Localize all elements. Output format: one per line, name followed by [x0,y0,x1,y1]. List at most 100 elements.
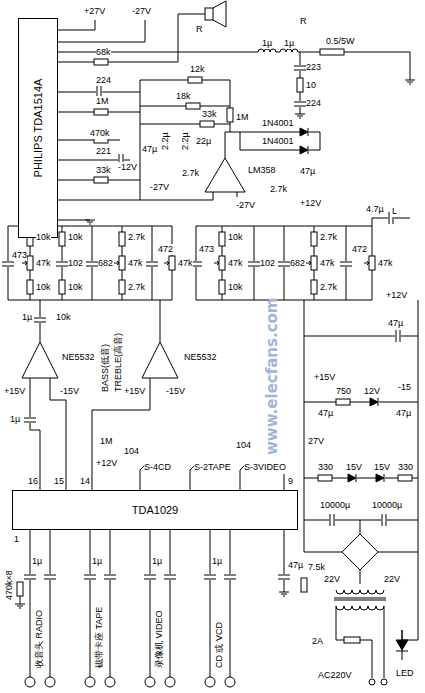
component-label: 47µ [142,144,157,155]
component-label: 1µ [212,556,222,567]
component-label: 104 [124,446,139,457]
component-label: 27V [308,436,324,447]
component-label: -15V [60,386,79,397]
component-label: 12k [190,64,205,75]
component-label: 330 [318,462,333,473]
component-label: 473 [199,244,214,255]
ic-box: TDA1029 [12,490,298,530]
component-label: -15 [398,382,411,393]
component-label: 16 [28,476,38,487]
output-stage-wires [58,1,415,226]
component-label: 15V [346,462,362,473]
component-label: 1µ [22,312,32,323]
component-label: 2.7k [270,184,287,195]
component-label: 10k [36,282,51,293]
component-label: 22V [384,574,400,585]
component-label: NE5532 [62,352,95,363]
component-label: 1µ [10,414,20,425]
component-label: 47µ [300,166,315,177]
component-label: 2.7k [320,232,337,243]
component-label: 473 [12,250,27,261]
component-label: 47µ [388,318,403,329]
component-label: AC220V [318,670,352,681]
component-label: 221 [96,146,111,157]
component-label: +12V [386,290,407,301]
component-label: 224 [96,75,111,86]
component-label: NE5532 [184,352,217,363]
component-label: +12V [96,458,117,469]
ic-box: PHILIPS TDA1514A [18,18,58,238]
component-label: 录像机 VIDEO [154,610,165,668]
component-label: 18k [176,91,191,102]
component-label: 22V [324,574,340,585]
component-label: 102 [68,258,83,269]
component-label: 2.7k [320,282,337,293]
component-label: 22µ [196,136,211,147]
component-label: 2.7k [128,282,145,293]
component-label: 1µ [284,38,294,49]
component-label: -12V [118,162,137,173]
component-label: 14 [80,476,90,487]
component-label: L [392,206,397,217]
component-label: 磁带卡座 TAPE [94,607,105,668]
component-label: 47µ [318,408,333,419]
component-label: 0.5/5W [326,36,355,47]
component-label: 682 [290,258,305,269]
component-label: 47µ [288,560,303,571]
component-label: 1N4001 [262,136,294,147]
component-label: LM358 [248,165,276,176]
component-label: 223 [306,62,321,73]
component-label: 470k [90,128,110,139]
power-supply [301,300,418,685]
ic-label: TDA1029 [132,504,178,517]
component-label: 47k [378,258,393,269]
component-label: -27V [150,182,169,193]
component-label: 9 [288,476,293,487]
component-label: 33k [202,109,217,120]
component-label: +27V [84,6,105,17]
component-label: 10000µ [320,500,350,511]
component-label: 12V [364,386,380,397]
component-label: CD 或 VCD [214,622,225,668]
component-label: 33k [96,165,111,176]
component-label: 1M [100,436,113,447]
component-label: 收音头 RADIO [34,610,45,668]
component-label: 68k [96,47,111,58]
component-label: 472 [158,244,173,255]
component-label: 47k [36,258,51,269]
component-label: R [196,24,203,35]
watermark: www.elecfans.com [264,298,281,455]
component-label: 10 [306,80,316,91]
component-label: 7.5k [308,562,325,573]
component-label: +15V [314,372,335,383]
component-label: 470k×8 [4,570,15,600]
component-label: 104 [236,440,251,451]
component-label: 47k [128,258,143,269]
component-label: -27V [132,6,151,17]
component-label: 2.2µ [180,132,191,150]
component-label: 750 [336,386,351,397]
component-label: 10k [68,232,83,243]
component-label: 1µ [32,556,42,567]
component-label: 47µ [396,408,411,419]
component-label: -27V [236,200,255,211]
component-label: 1µ [92,556,102,567]
component-label: 10000µ [372,500,402,511]
component-label: 15V [374,462,390,473]
component-label: 1µ [262,38,272,49]
component-label: +15V [124,386,145,397]
component-label: +15V [4,386,25,397]
ic-label: PHILIPS TDA1514A [32,79,45,178]
component-label: 1M [96,96,109,107]
component-label: 1M [236,112,249,123]
component-label: 2.2µ [160,132,171,150]
component-label: 47k [320,258,335,269]
component-label: 15 [54,476,64,487]
component-label: 1 [14,534,19,545]
component-label: 1N4001 [262,118,294,129]
component-label: S-3VIDEO [244,462,286,473]
opamp-stage [22,300,178,490]
component-label: 102 [260,258,275,269]
component-label: 472 [352,244,367,255]
